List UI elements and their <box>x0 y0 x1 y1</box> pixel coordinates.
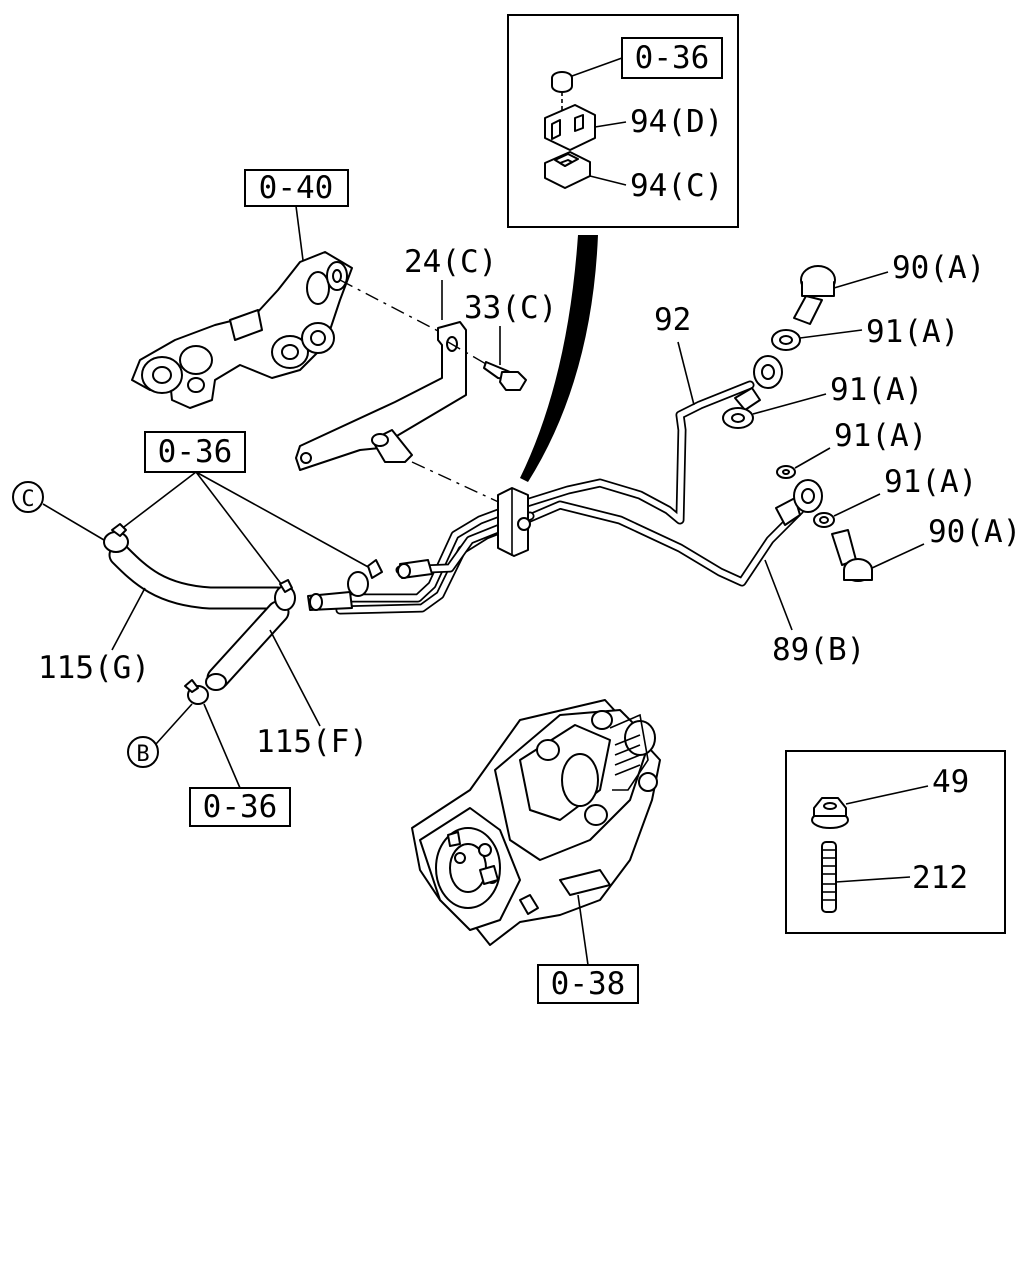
washer-3-icon <box>776 465 796 479</box>
banjo-bolt-upper-icon <box>793 265 836 325</box>
part-115f-label[interactable]: 115(F) <box>256 724 368 760</box>
banjo-fitting-lower-icon <box>775 479 823 526</box>
injection-pump-icon <box>411 699 661 946</box>
part-90a-right-label[interactable]: 90(A) <box>928 514 1021 550</box>
part-33c-label[interactable]: 33(C) <box>464 290 557 326</box>
connector-b-label[interactable]: B <box>136 742 149 767</box>
washer-1-icon <box>771 329 801 351</box>
engine-bracket-icon <box>131 251 353 409</box>
hose-115g-icon <box>108 543 290 610</box>
part-212-label[interactable]: 212 <box>912 860 968 896</box>
hose-nipples-icon <box>307 559 433 611</box>
part-24c-label[interactable]: 24(C) <box>404 244 497 280</box>
ref-036-left-label[interactable]: 0-36 <box>158 434 233 470</box>
connector-c-marker[interactable] <box>12 481 44 513</box>
ref-036-inset-box[interactable] <box>621 37 723 79</box>
ref-036-inset-label[interactable]: 0-36 <box>635 40 710 76</box>
bolt-33c-icon <box>483 361 527 391</box>
hose-115f-icon <box>205 600 290 691</box>
ref-040-box[interactable] <box>244 169 349 207</box>
connector-c-label[interactable]: C <box>21 487 34 512</box>
part-91a-4-label[interactable]: 91(A) <box>884 464 977 500</box>
part-89b-label[interactable]: 89(B) <box>772 632 865 668</box>
hose-clamps-icon <box>103 523 383 705</box>
stud-nut-inset <box>811 785 929 913</box>
banjo-fitting-upper-icon <box>734 355 783 411</box>
clip-inset <box>544 57 627 189</box>
part-94d-label[interactable]: 94(D) <box>630 104 723 140</box>
inset-pointer-icon <box>520 235 598 482</box>
part-94c-label[interactable]: 94(C) <box>630 168 723 204</box>
part-115g-label[interactable]: 115(G) <box>38 650 150 686</box>
part-49-label[interactable]: 49 <box>932 764 969 800</box>
ref-038-box[interactable] <box>537 964 639 1004</box>
banjo-bolt-lower-icon <box>831 529 873 582</box>
washer-2-icon <box>722 407 754 429</box>
part-91a-3-label[interactable]: 91(A) <box>834 418 927 454</box>
washer-4-icon <box>813 512 835 528</box>
clip-upper-icon <box>544 104 596 151</box>
fuel-pipes-icon <box>335 355 823 615</box>
stud-nut-inset-frame <box>785 750 1006 934</box>
flange-nut-icon <box>811 797 849 829</box>
ref-038-label[interactable]: 0-38 <box>551 966 626 1002</box>
stud-bolt-212-icon <box>821 841 837 913</box>
stud-bolt-icon <box>371 429 413 463</box>
ref-040-label[interactable]: 0-40 <box>259 170 334 206</box>
part-90a-top-label[interactable]: 90(A) <box>892 250 985 286</box>
part-91a-1-label[interactable]: 91(A) <box>866 314 959 350</box>
clip-lower-icon <box>544 151 591 189</box>
ref-036-bottom-label[interactable]: 0-36 <box>203 789 278 825</box>
nut-icon <box>551 71 573 112</box>
connector-b-marker[interactable] <box>127 736 159 768</box>
pipe-clamp-icon <box>497 487 531 557</box>
part-92-label[interactable]: 92 <box>654 302 691 338</box>
part-91a-2-label[interactable]: 91(A) <box>830 372 923 408</box>
